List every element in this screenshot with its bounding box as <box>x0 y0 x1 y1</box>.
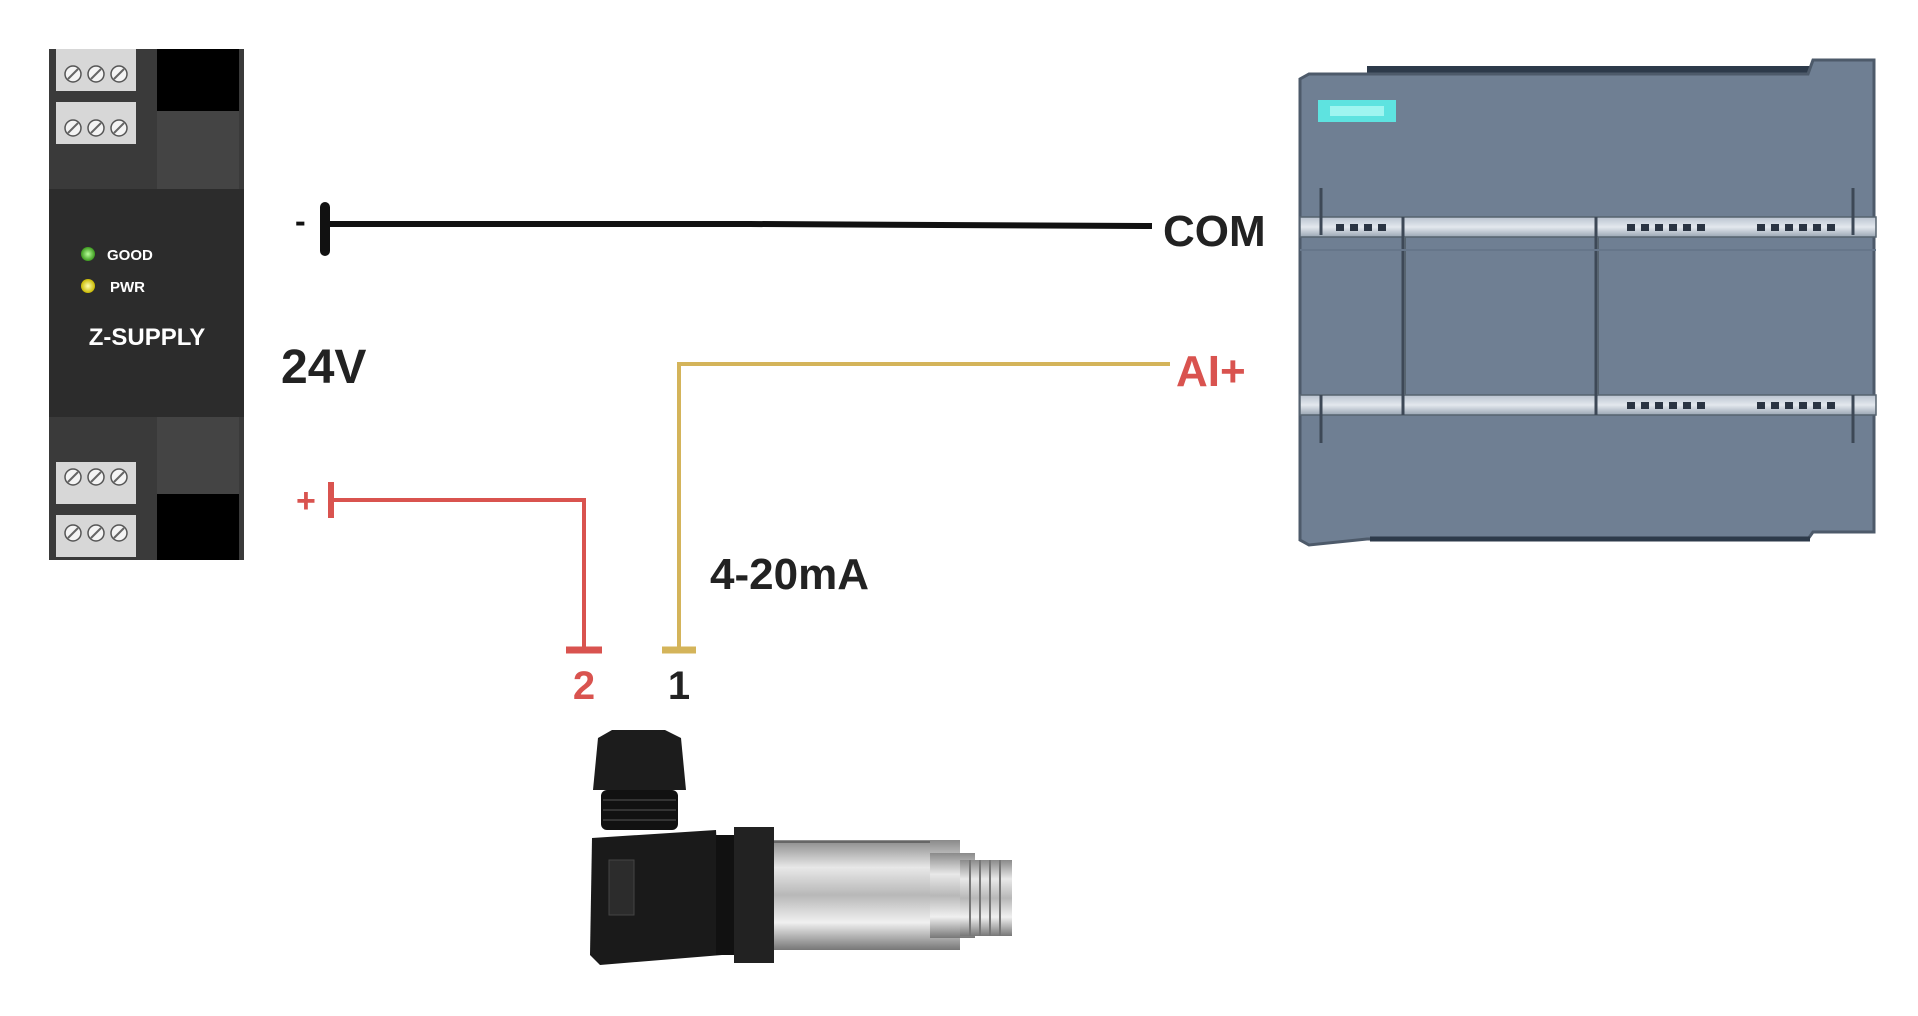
negative-wire <box>320 202 1153 256</box>
pressure-sensor <box>590 730 1012 965</box>
pwr-led-icon <box>81 279 95 293</box>
positive-wire <box>328 482 602 654</box>
power-supply-brand: Z-SUPPLY <box>89 324 205 351</box>
positive-terminal-label: + <box>296 482 316 520</box>
power-supply: GOOD PWR Z-SUPPLY <box>49 49 244 560</box>
sensor-pin-1-label: 1 <box>668 664 690 708</box>
signal-label: 4-20mA <box>710 550 869 599</box>
signal-wire <box>662 362 1170 654</box>
negative-terminal-label: - <box>295 203 306 239</box>
plc-controller <box>1298 58 1877 547</box>
sensor-pin-2-label: 2 <box>573 664 595 708</box>
plc-io-dots <box>1336 224 1835 409</box>
pwr-led-label: PWR <box>110 279 145 296</box>
voltage-label: 24V <box>281 341 366 394</box>
top-terminal-block <box>56 49 239 189</box>
bottom-terminal-block <box>49 417 239 560</box>
ai-plus-label: AI+ <box>1176 347 1246 396</box>
com-label: COM <box>1163 207 1266 256</box>
good-led-icon <box>81 247 95 261</box>
good-led-label: GOOD <box>107 247 153 264</box>
